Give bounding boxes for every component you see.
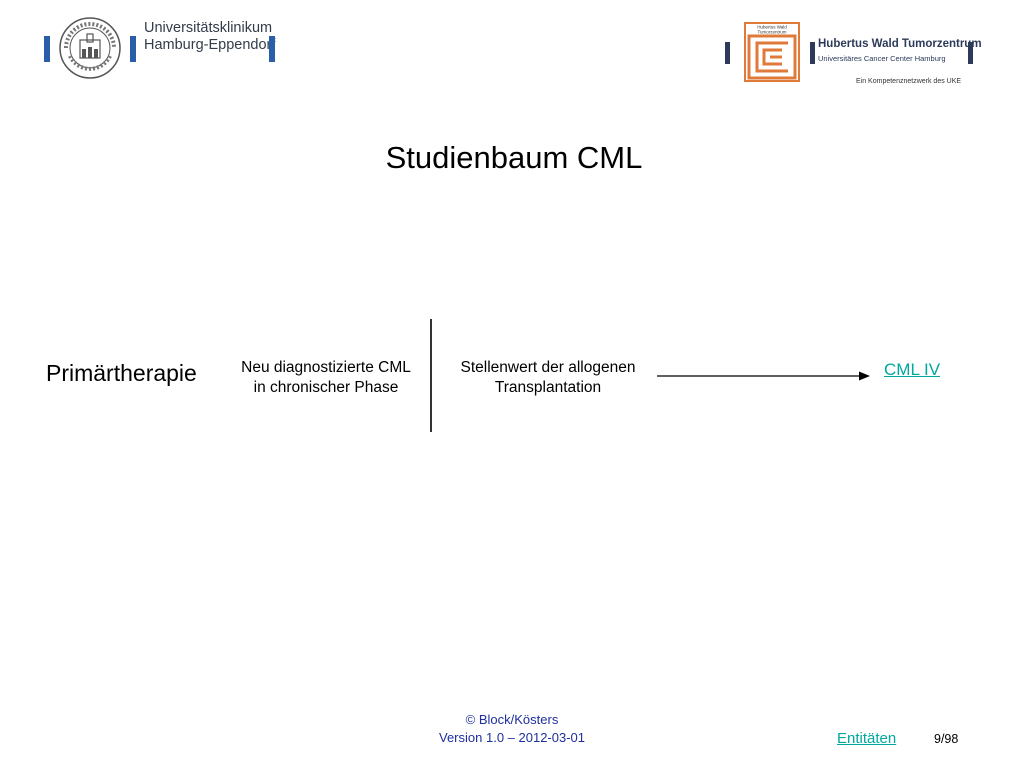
- hw-emblem-icon: Hubertus Wald Tumorzentrum: [744, 22, 800, 82]
- hw-logo-left-bar: [725, 42, 730, 64]
- arrow-to-cml-iv: [657, 371, 870, 381]
- uke-logo-line2: Hamburg-Eppendorf: [144, 37, 276, 53]
- link-cml-iv[interactable]: CML IV: [884, 360, 941, 379]
- university-seal-icon: [59, 17, 121, 79]
- node-newly-diagnosed-line1: Neu diagnostizierte CML: [241, 359, 411, 376]
- footer-version: Version 1.0 – 2012-03-01: [439, 730, 585, 745]
- node-transplant-line1: Stellenwert der allogenen: [460, 359, 636, 376]
- node-allogeneic-transplantation: Stellenwert der allogenen Transplantatio…: [446, 358, 650, 398]
- uke-logo-left-bar: [44, 36, 50, 62]
- node-newly-diagnosed-cml: Neu diagnostizierte CML in chronischer P…: [226, 358, 426, 398]
- hw-logo-mid-bar: [810, 42, 815, 64]
- hw-emblem-line1: Hubertus Wald: [757, 25, 787, 30]
- hw-logo-tagline: Ein Kompetenznetzwerk des UKE: [856, 78, 962, 85]
- page-number: 9/98: [934, 732, 959, 746]
- uke-logo-right-bar: [269, 36, 275, 62]
- uke-logo-text: Universitätsklinikum Hamburg-Eppendorf: [144, 20, 275, 54]
- slide-title: Studienbaum CML: [385, 140, 643, 175]
- node-newly-diagnosed-line2: in chronischer Phase: [253, 379, 399, 396]
- hw-emblem-line2: Tumorzentrum: [757, 30, 786, 35]
- uke-logo-line1: Universitätsklinikum: [144, 20, 273, 36]
- row-label-primary-therapy: Primärtherapie: [46, 360, 197, 386]
- uke-logo: Universitätsklinikum Hamburg-Eppendorf: [44, 16, 284, 80]
- node-transplant-line2: Transplantation: [494, 379, 602, 396]
- hw-logo-line2: Universitäres Cancer Center Hamburg: [818, 54, 946, 63]
- link-entities[interactable]: Entitäten: [837, 730, 897, 747]
- uke-logo-mid-bar: [130, 36, 136, 62]
- tree-separator-line: [430, 319, 432, 432]
- hw-tumorzentrum-logo: Hubertus Wald Tumorzentrum Hubertus Wald…: [722, 22, 984, 92]
- footer-copyright: © Block/Kösters: [465, 712, 559, 727]
- hw-logo-right-bar: [968, 42, 973, 64]
- hw-logo-line1: Hubertus Wald Tumorzentrum: [818, 38, 982, 50]
